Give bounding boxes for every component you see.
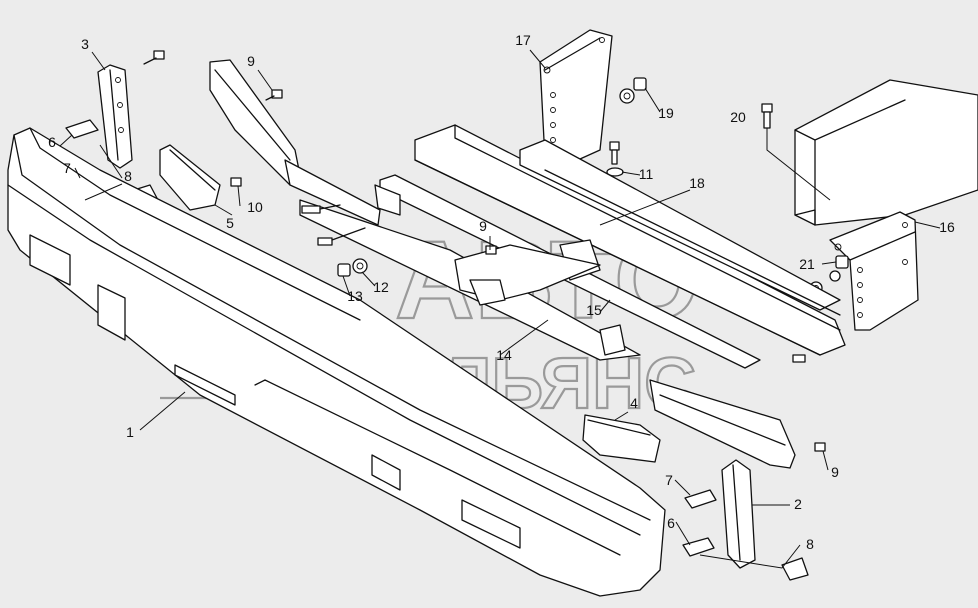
callout-c4: 4 <box>630 395 638 411</box>
callout-c19: 19 <box>658 105 674 121</box>
callout-c15: 15 <box>586 302 602 318</box>
callout-c17: 17 <box>515 32 531 48</box>
clip-7-right <box>684 489 717 509</box>
clip-6-right <box>682 537 715 557</box>
bolt-9-right <box>814 442 826 452</box>
callout-c9a: 9 <box>247 53 255 69</box>
nut-washer-19 <box>619 77 647 104</box>
bumper-shell-1 <box>7 127 666 597</box>
callout-c14: 14 <box>496 347 512 363</box>
end-bracket-2 <box>721 459 756 569</box>
bumper-slot-4 <box>371 454 401 491</box>
bolt-20 <box>761 103 831 201</box>
frame-rail <box>794 79 978 226</box>
callout-c1: 1 <box>126 424 134 440</box>
callout-c11: 11 <box>639 166 654 182</box>
bracket-center <box>454 244 601 306</box>
callout-c12: 12 <box>373 279 389 295</box>
crossmember-18 <box>414 124 846 356</box>
callout-c21: 21 <box>799 256 815 272</box>
callout-c7a: 7 <box>63 160 71 176</box>
washer-12 <box>352 258 368 274</box>
callout-c8a: 8 <box>124 168 132 184</box>
bumper-support-right <box>649 379 796 469</box>
callout-c8b: 8 <box>806 536 814 552</box>
bumper-slot-1 <box>29 234 71 286</box>
callout-c20: 20 <box>730 109 746 125</box>
bumper-slot-3 <box>174 364 236 406</box>
fog-lamp-4 <box>582 414 661 463</box>
nut-13 <box>337 263 351 277</box>
bolt-3 <box>143 50 165 65</box>
callout-c5: 5 <box>226 215 234 231</box>
bolt-10 <box>230 177 242 187</box>
nut-8-right <box>781 557 809 581</box>
callout-c3: 3 <box>81 36 89 52</box>
callout-c18: 18 <box>689 175 705 191</box>
callout-c2: 2 <box>794 496 802 512</box>
fog-lamp-5 <box>159 144 221 211</box>
bolts-left-group <box>301 204 366 246</box>
callout-c6a: 6 <box>48 134 56 150</box>
bolt-9-mid <box>485 245 497 255</box>
callout-c9b: 9 <box>479 218 487 234</box>
leader-lines <box>59 49 941 569</box>
callout-c9c: 9 <box>831 464 839 480</box>
callout-c16: 16 <box>939 219 955 235</box>
bolt-9-top <box>265 89 283 101</box>
bumper-slot-2 <box>97 284 126 341</box>
clip-6-left <box>65 119 99 139</box>
end-bracket-3 <box>97 64 133 169</box>
bracket-16 <box>829 211 919 331</box>
callout-c13: 13 <box>347 288 363 304</box>
bumper-slot-5 <box>461 499 521 549</box>
callout-c10: 10 <box>247 199 263 215</box>
callout-c7b: 7 <box>665 472 673 488</box>
callout-c6b: 6 <box>667 515 675 531</box>
bumper-support-left <box>209 59 401 226</box>
bolt-11 <box>606 141 624 177</box>
